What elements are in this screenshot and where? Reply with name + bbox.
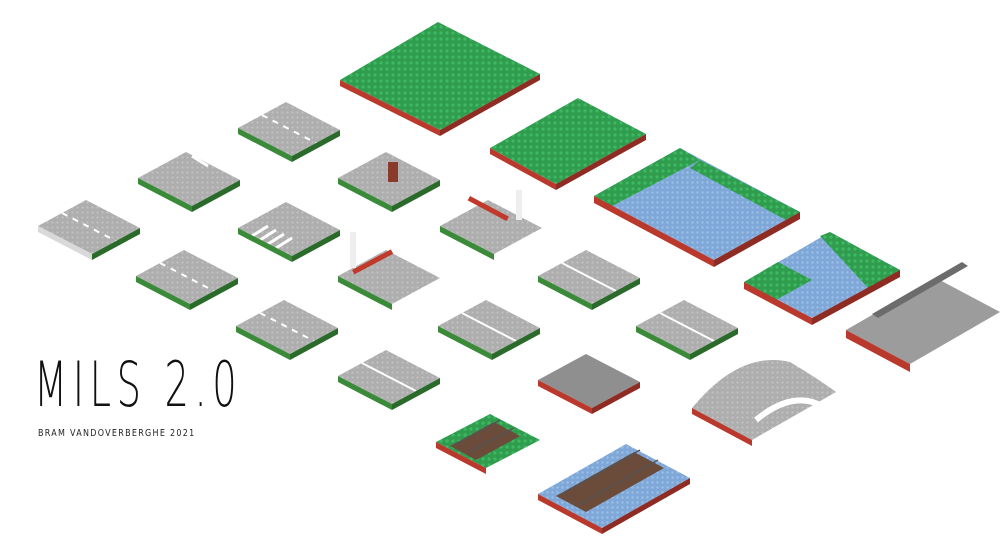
page-title: MILS 2.0 [34,348,243,421]
author-credit: BRAM VANDOVERBERGHE 2021 [38,428,196,439]
road-tile-5 [338,350,440,410]
signal-tile [338,152,440,212]
crosswalk-tile [138,148,240,212]
rail-track-module [436,414,540,474]
rail-crossing-tile-2 [338,232,440,310]
crosswalk-tile-2 [238,202,340,262]
small-river-module [744,232,900,325]
road-tile-7 [538,250,640,310]
road-tile-8 [636,300,738,360]
road-slab-grey [538,354,640,414]
road-tile-1 [238,102,340,162]
road-tile-2 [38,200,140,260]
road-tile-3 [136,250,238,310]
wide-road-module [846,262,1000,372]
road-tile-4 [236,300,338,360]
rail-crossing-tile [440,190,542,260]
arched-bridge-module [692,359,836,446]
medium-grass-baseplate [490,98,646,190]
large-grass-baseplate [340,22,540,136]
river-module [594,148,800,267]
road-tile-6 [438,300,540,360]
rail-bridge-module [538,444,690,534]
